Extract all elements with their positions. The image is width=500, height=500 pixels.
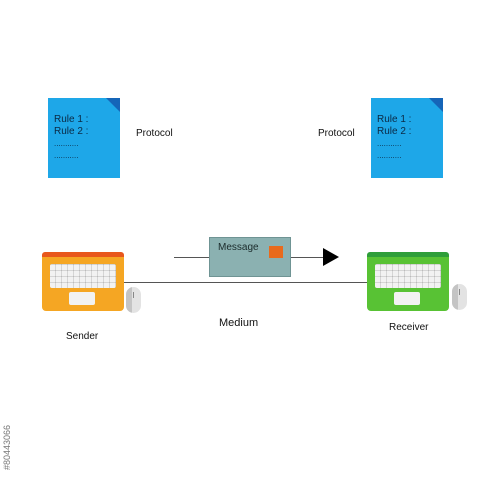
receiver-dots-1: ........... xyxy=(377,139,402,148)
sender-dots-1: ........... xyxy=(54,139,79,148)
sender-mouse-icon xyxy=(126,287,141,313)
arrow-icon xyxy=(323,248,339,266)
mouse-shade xyxy=(452,284,458,310)
sender-dots-2: ........... xyxy=(54,151,79,160)
sender-laptop-icon xyxy=(42,252,124,312)
stock-id-watermark: #80443066 xyxy=(2,424,12,470)
document-fold xyxy=(429,98,443,112)
sender-protocol-document-icon: Rule 1 : Rule 2 : ........... ..........… xyxy=(48,98,120,178)
medium-label: Medium xyxy=(219,317,259,329)
keyboard xyxy=(375,264,441,288)
message-envelope-icon: Message xyxy=(209,237,291,277)
touchpad xyxy=(69,292,95,305)
receiver-dots-2: ........... xyxy=(377,151,402,160)
receiver-rule-1: Rule 1 : xyxy=(377,114,412,125)
keyboard xyxy=(50,264,116,288)
document-fold xyxy=(106,98,120,112)
sender-label: Sender xyxy=(66,331,99,342)
receiver-mouse-icon xyxy=(452,284,467,310)
receiver-laptop-icon xyxy=(367,252,449,312)
receiver-rule-2: Rule 2 : xyxy=(377,126,412,137)
laptop-lid xyxy=(367,252,449,258)
medium-line xyxy=(122,282,370,283)
touchpad xyxy=(394,292,420,305)
laptop-lid xyxy=(42,252,124,258)
mouse-wheel xyxy=(133,292,134,298)
sender-protocol-label: Protocol xyxy=(136,128,173,139)
mouse-wheel xyxy=(459,289,460,295)
receiver-protocol-document-icon: Rule 1 : Rule 2 : ........... ..........… xyxy=(371,98,443,178)
sender-rule-1: Rule 1 : xyxy=(54,114,89,125)
receiver-label: Receiver xyxy=(389,322,429,333)
receiver-protocol-label: Protocol xyxy=(318,128,355,139)
sender-rule-2: Rule 2 : xyxy=(54,126,89,137)
stamp-icon xyxy=(269,246,283,258)
mouse-shade xyxy=(126,287,132,313)
message-label: Message xyxy=(218,242,259,253)
